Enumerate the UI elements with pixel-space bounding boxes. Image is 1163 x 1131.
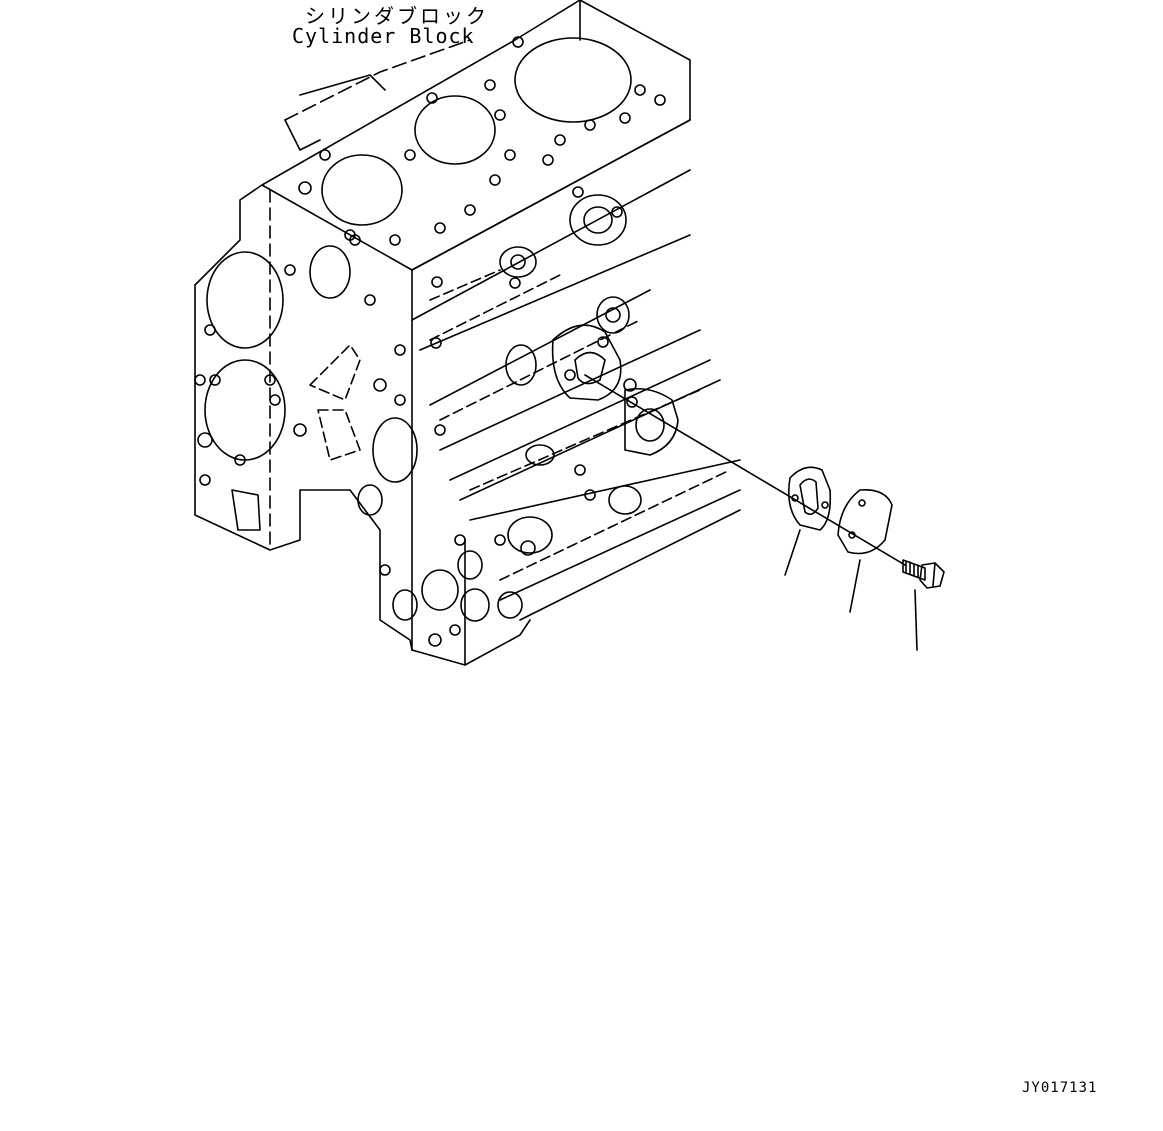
front-plate (195, 185, 465, 650)
gasket (785, 467, 830, 575)
cylinder-bore-1 (322, 155, 402, 225)
drawing-number: JY017131 (1022, 1080, 1098, 1096)
mounting-pad (553, 325, 678, 455)
cylinder-bore-2 (415, 96, 495, 164)
part-label-japanese: シリンダブロック (305, 4, 489, 28)
gasket-leader-line (785, 530, 800, 575)
block-side-face (393, 120, 740, 665)
cover-plate (838, 490, 892, 612)
bolt-leader-line (915, 590, 917, 650)
part-label-english: Cylinder Block (292, 24, 475, 48)
assembly-center-line (585, 375, 905, 565)
cylinder-bore-3 (515, 38, 631, 122)
cover-plate-leader-line (850, 560, 860, 612)
bolt (903, 560, 944, 650)
